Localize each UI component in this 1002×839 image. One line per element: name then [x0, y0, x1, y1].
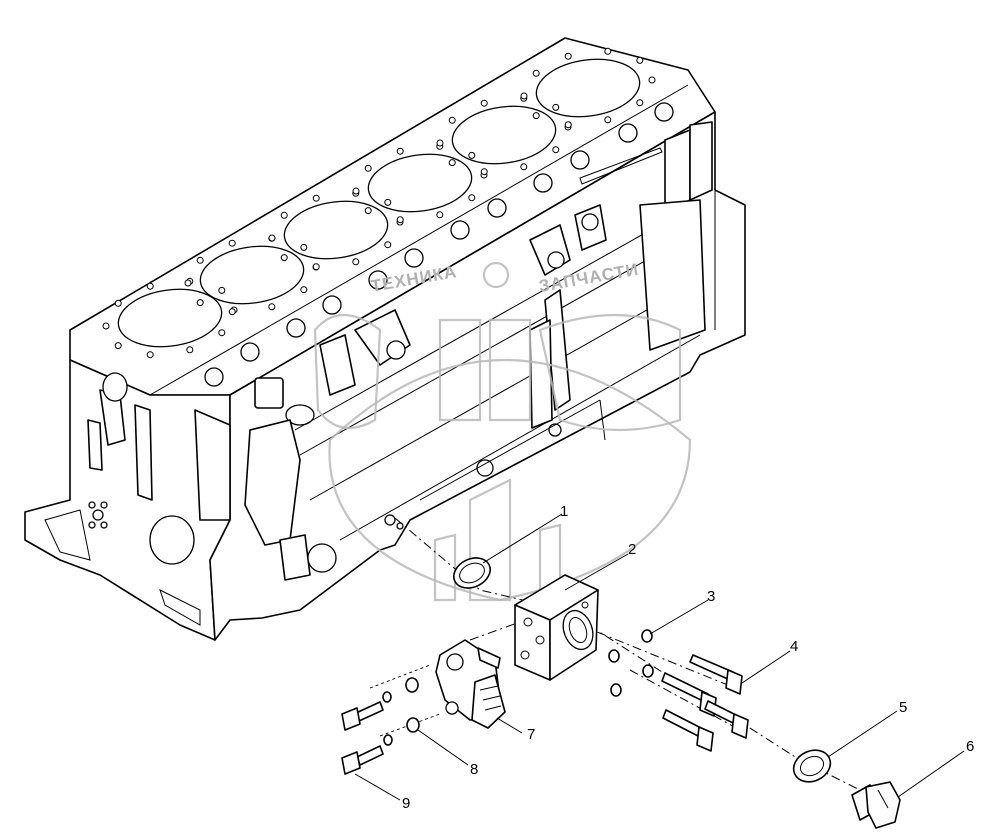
deck-bolt-hole — [228, 239, 236, 247]
deck-bolt-hole — [448, 116, 456, 124]
deck-bolt-hole — [564, 121, 572, 129]
deck-bolt-hole — [146, 282, 154, 290]
deck-bolt-hole — [352, 187, 360, 195]
part-bolts-9 — [341, 701, 384, 775]
deck-bolt-hole — [218, 329, 226, 337]
deck-bolt-hole — [186, 346, 194, 354]
deck-bolt-hole — [280, 254, 288, 262]
part-seal-ring — [792, 749, 832, 783]
part-plug — [851, 781, 901, 829]
part-o-ring — [452, 557, 492, 589]
deck-bolt-hole — [102, 322, 110, 330]
deck-bolt-hole — [384, 241, 392, 249]
deck-bolt-hole — [552, 103, 560, 111]
part-washers-8 — [382, 677, 420, 746]
deck-bolt-hole — [300, 286, 308, 294]
deck-bolt-hole — [532, 112, 540, 120]
deck-bolt-hole — [268, 303, 276, 311]
deck-bolt-hole — [648, 76, 656, 84]
callout-1: 1 — [560, 503, 568, 520]
callout-6: 6 — [966, 738, 974, 755]
deck-bolt-hole — [300, 243, 308, 251]
deck-bolt-hole — [312, 194, 320, 202]
callout-2: 2 — [628, 541, 636, 558]
deck-bolt-hole — [196, 256, 204, 264]
deck-bolt-hole — [564, 52, 572, 60]
deck-bolt-hole — [532, 69, 540, 77]
deck-bolt-hole — [364, 207, 372, 215]
deck-bolt-hole — [636, 56, 644, 64]
deck-bolt-hole — [448, 159, 456, 167]
deck-bolt-hole — [636, 99, 644, 107]
deck-bolt-hole — [604, 116, 612, 124]
part-adapter-block — [514, 574, 599, 681]
callout-labels: 1 2 3 4 5 6 7 8 9 — [402, 503, 974, 812]
deck-bolt-hole — [436, 139, 444, 147]
callout-8: 8 — [470, 761, 478, 778]
callout-4: 4 — [790, 638, 798, 655]
part-sensor — [435, 639, 506, 729]
callout-5: 5 — [899, 699, 907, 716]
deck-bolt-hole — [604, 47, 612, 55]
callout-9: 9 — [402, 795, 410, 812]
deck-bolt-hole — [552, 146, 560, 154]
callout-leaders — [354, 513, 965, 801]
deck-bolt-hole — [384, 198, 392, 206]
deck-bolt-hole — [146, 351, 154, 359]
deck-bolt-hole — [114, 299, 122, 307]
deck-bolt-hole — [218, 286, 226, 294]
deck-bolt-hole — [352, 258, 360, 266]
callout-7: 7 — [527, 726, 535, 743]
part-washers-3 — [608, 629, 654, 697]
deck-bolt-hole — [436, 211, 444, 219]
deck-bolt-hole — [480, 99, 488, 107]
deck-bolt-hole — [396, 147, 404, 155]
deck-bolt-hole — [196, 299, 204, 307]
deck-bolt-hole — [364, 164, 372, 172]
deck-bolt-hole — [312, 263, 320, 271]
deck-bolt-hole — [268, 234, 276, 242]
callout-3: 3 — [707, 588, 715, 605]
part-bolts-4 — [661, 654, 749, 752]
deck-bolt-hole — [520, 92, 528, 100]
deck-bolt-hole — [184, 279, 192, 287]
deck-bolt-hole — [396, 216, 404, 224]
deck-bolt-hole — [228, 308, 236, 316]
deck-bolt-hole — [480, 168, 488, 176]
deck-bolt-hole — [114, 342, 122, 350]
deck-bolt-hole — [468, 194, 476, 202]
deck-bolt-hole — [280, 211, 288, 219]
engine-block — [24, 37, 746, 641]
deck-bolt-hole — [520, 163, 528, 171]
deck-bolt-hole — [468, 151, 476, 159]
